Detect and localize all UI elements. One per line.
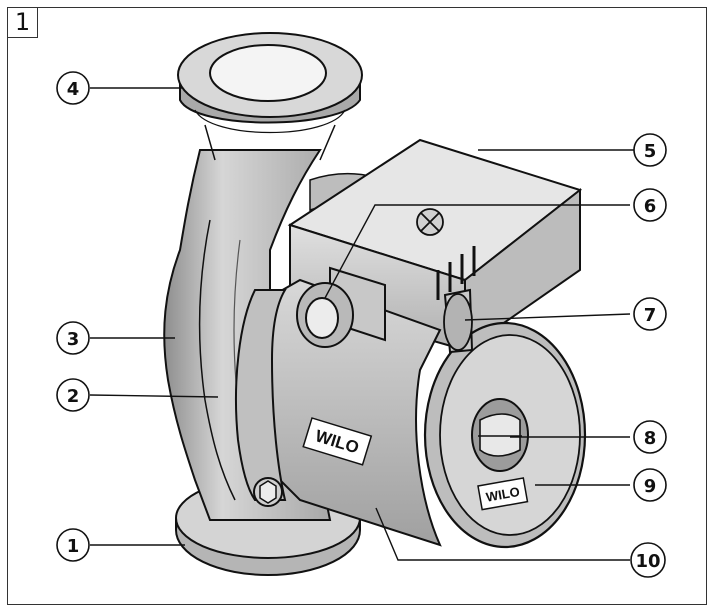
callout-7: 7 (633, 297, 667, 331)
callout-label-5: 5 (644, 141, 657, 162)
callout-6: 6 (633, 188, 667, 222)
callout-label-7: 7 (644, 305, 657, 326)
figure-frame (7, 7, 707, 605)
terminal-box (287, 138, 583, 352)
plug-connector (443, 288, 474, 354)
callout-1: 1 (56, 528, 90, 562)
callout-3: 3 (56, 321, 90, 355)
callout-label-2: 2 (67, 386, 80, 407)
top-flange (177, 32, 363, 161)
brand-label-front: WILO (477, 477, 529, 511)
motor-housing (234, 278, 442, 547)
callout-label-6: 6 (644, 196, 657, 217)
figure-number: 1 (14, 8, 31, 36)
callout-8: 8 (633, 420, 667, 454)
callout-2: 2 (56, 378, 90, 412)
motor-end-cover (423, 321, 587, 549)
brand-text-front: WILO (485, 484, 521, 505)
callout-label-9: 9 (644, 476, 657, 497)
leader-lines (89, 87, 655, 561)
brand-label-side: WILO (302, 417, 373, 466)
callout-label-3: 3 (67, 329, 80, 350)
callout-4: 4 (56, 71, 90, 105)
callout-label-1: 1 (67, 536, 80, 557)
cable-gland (296, 266, 386, 348)
callout-label-4: 4 (67, 79, 80, 100)
callout-label-10: 10 (635, 551, 660, 572)
callout-10: 10 (630, 542, 666, 578)
callout-5: 5 (633, 133, 667, 167)
callout-9: 9 (633, 468, 667, 502)
callout-label-8: 8 (644, 428, 657, 449)
figure-number-box: 1 (7, 7, 38, 38)
